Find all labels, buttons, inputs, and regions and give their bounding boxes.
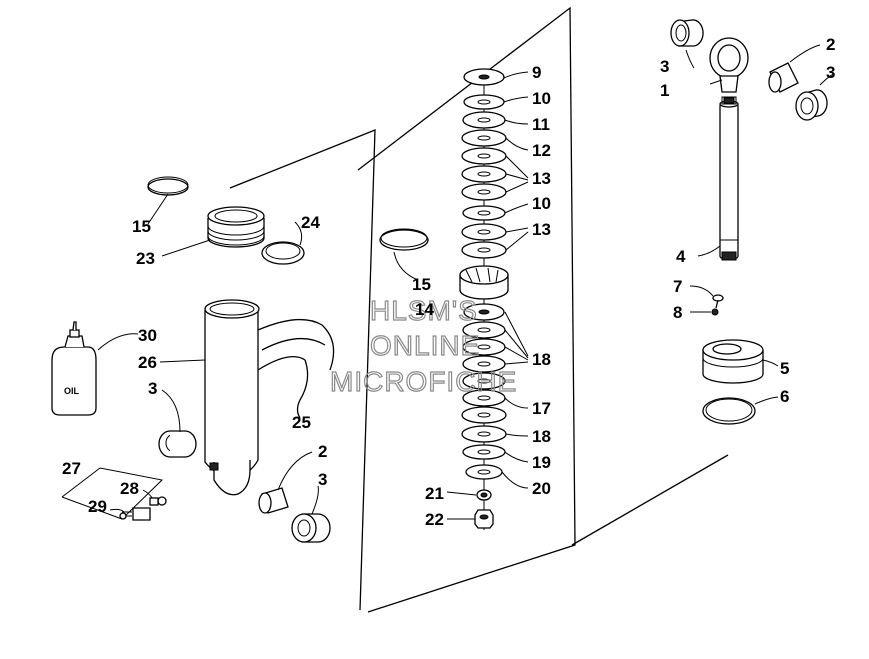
ring-24 [261,221,305,265]
callout-15-left: 15 [132,217,151,236]
callout-1: 1 [660,81,669,100]
callout-23: 23 [136,249,155,268]
callout-17: 17 [532,399,551,418]
sleeve-2-right [768,44,821,93]
callout-14: 14 [415,300,434,319]
callout-10-b: 10 [532,194,551,213]
sleeve-2-left [258,451,313,514]
callout-4: 4 [676,247,686,266]
head-5 [702,339,779,384]
callout-27: 27 [62,459,81,478]
callout-18-a: 18 [532,350,551,369]
bushing-3-left [158,389,197,458]
callout-18-b: 18 [532,427,551,446]
panel-middle-outline [357,6,576,613]
callout-3-left: 3 [148,379,157,398]
watermark: HLSM'S ONLINE MICROFICHE [329,294,517,397]
callout-24: 24 [301,213,320,232]
watermark-line-1: HLSM'S [370,295,478,326]
callout-11: 11 [532,115,550,134]
screw-7 [689,285,724,309]
oil-bottle-30: OIL [51,321,139,416]
watermark-line-2: ONLINE [370,330,480,361]
middle-leader-lines [446,71,529,520]
callout-12: 12 [532,141,551,160]
nut-22 [474,509,494,529]
callout-13-a: 13 [532,169,551,188]
washer-8 [690,308,719,316]
callout-5: 5 [780,359,789,378]
callout-20: 20 [532,479,551,498]
callout-6: 6 [780,387,789,406]
callout-21: 21 [425,484,444,503]
callout-25: 25 [292,413,311,432]
bushing-3-right [795,73,835,121]
callout-7: 7 [673,277,682,296]
callout-labels: 15 23 24 30 26 3 25 2 3 27 28 29 9 10 11… [62,35,835,529]
bushing-3-top-left [670,19,704,69]
callout-29: 29 [88,497,107,516]
panel-left-outline [229,129,376,611]
callout-28: 28 [120,479,139,498]
seal-15-middle [379,228,429,281]
valve-assembly-27 [61,467,167,521]
callout-22: 22 [425,510,444,529]
callout-13-b: 13 [532,220,551,239]
valve-stack-upper [461,68,507,259]
callout-3-top-left: 3 [660,57,669,76]
callout-3-right: 3 [826,63,835,82]
o-ring-6 [702,396,779,425]
watermark-line-3: MICROFICHE [330,366,517,397]
piston-23 [161,206,265,257]
callout-3-bottom: 3 [318,470,327,489]
main-piston-14 [459,265,509,300]
washer-21 [476,489,492,501]
callout-2-right: 2 [826,35,835,54]
shaft-4 [697,96,739,261]
seal-15-left [147,176,189,225]
valve-stack-lower [461,303,507,480]
callout-15-middle: 15 [412,275,431,294]
callout-26: 26 [138,353,157,372]
callout-9: 9 [532,63,541,82]
callout-2-left: 2 [318,442,327,461]
callout-30: 30 [138,326,157,345]
panel-right-outline [571,454,729,546]
bushing-3-bottom [291,485,331,543]
callout-19: 19 [532,453,551,472]
reservoir-body-26 [159,299,335,496]
bottle-label: OIL [64,386,80,396]
eyelet-1 [709,37,749,93]
callout-10-a: 10 [532,89,551,108]
callout-8: 8 [673,303,682,322]
